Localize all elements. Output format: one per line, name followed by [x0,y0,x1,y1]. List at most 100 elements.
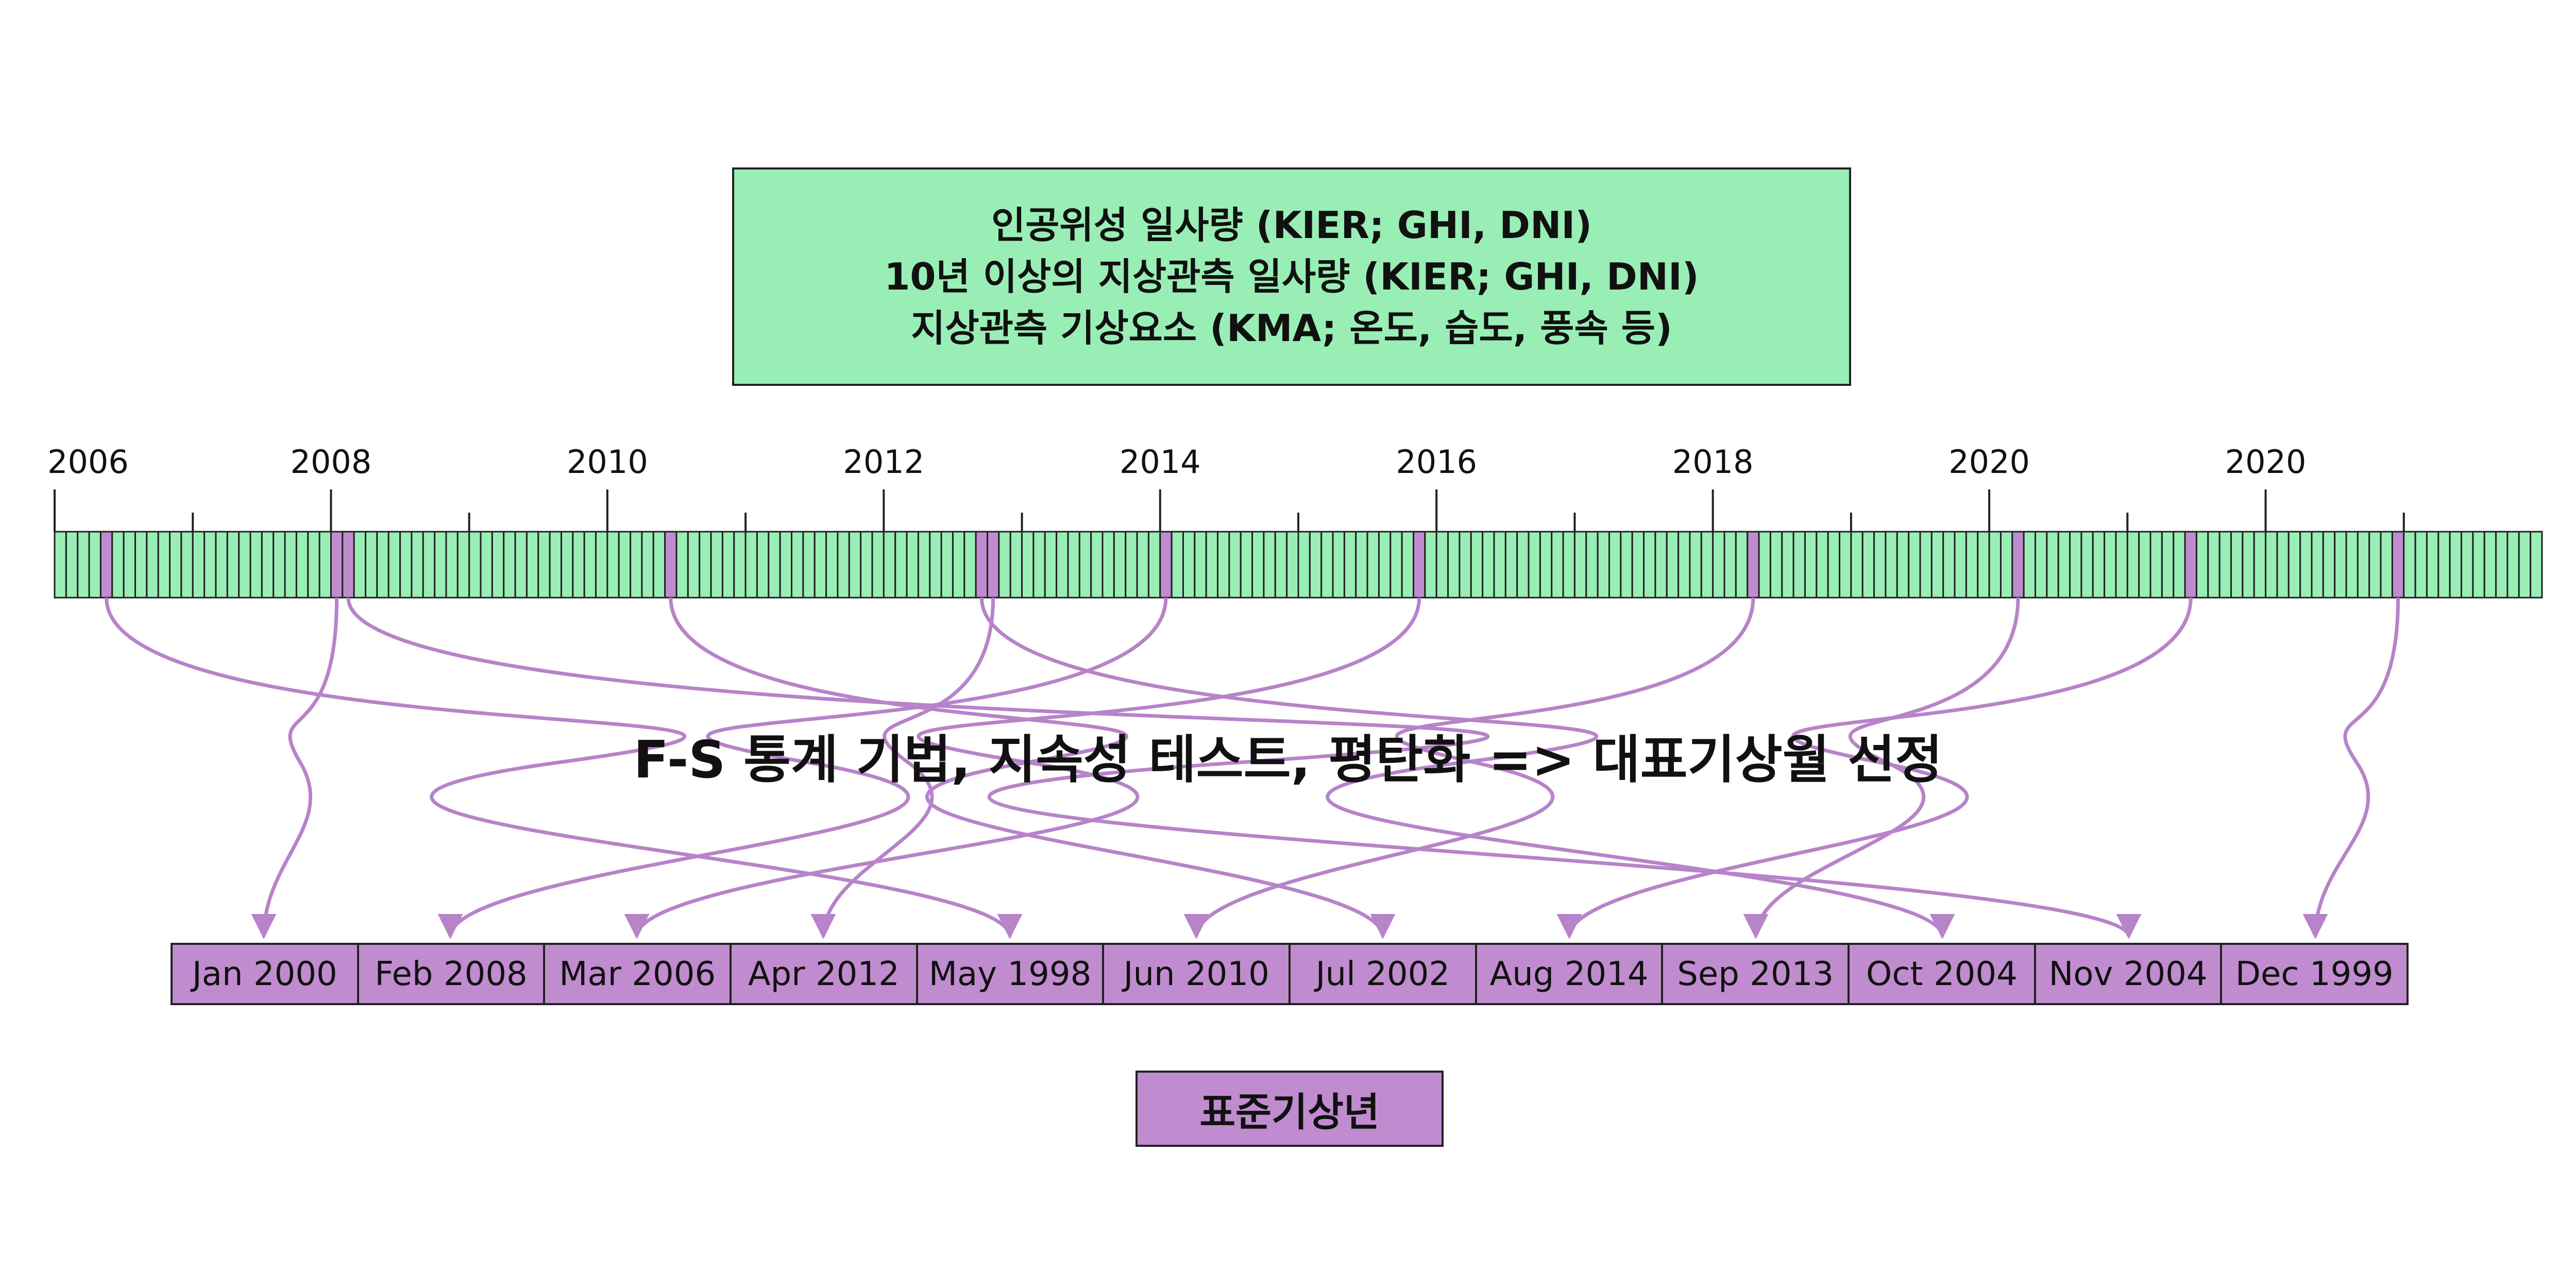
selected-month-cell-highlight [987,531,1000,599]
month-cell [1608,531,1622,599]
month-cell [1056,531,1069,599]
month-cell [1977,531,1990,599]
month-cell [710,531,723,599]
month-cell [399,531,413,599]
month-cell [1677,531,1691,599]
month-cell [572,531,585,599]
month-cell [1504,531,1518,599]
month-cell [2461,531,2474,599]
month-cell [1942,531,1956,599]
selected-month-cell-highlight [99,531,113,599]
month-cell [744,531,758,599]
month-cell [1573,531,1587,599]
month-cell [860,531,873,599]
month-cell [2506,531,2520,599]
month-cell [929,531,942,599]
month-cell [1401,531,1415,599]
monthly-timeline-bar [54,531,2543,599]
month-cell [1044,531,1058,599]
month-cell [2207,531,2221,599]
source-line: 지상관측 기상요소 (KMA; 온도, 습도, 풍속 등) [911,307,1672,350]
month-cell [2057,531,2071,599]
month-cell [1297,531,1311,599]
month-cell [1482,531,1495,599]
year-label: 2014 [1119,443,1201,481]
month-cell [1954,531,1967,599]
selected-month-cell: Nov 2004 [2036,945,2223,1003]
month-cell [318,531,332,599]
month-cell [2322,531,2336,599]
month-cell [2104,531,2117,599]
selection-arrow [105,597,1022,939]
selected-month-cell: May 1998 [918,945,1105,1003]
month-cell [2161,531,2175,599]
month-cell [560,531,574,599]
month-cell [1700,531,1714,599]
month-cell [1827,531,1841,599]
month-cell [721,531,735,599]
month-cell [77,531,90,599]
month-cell [2046,531,2059,599]
selected-month-cell: Jun 2010 [1104,945,1291,1003]
year-label: 2008 [290,443,372,481]
month-cell [1125,531,1138,599]
month-cell [652,531,666,599]
month-cell [883,531,896,599]
month-cell [2345,531,2359,599]
month-cell [1896,531,1910,599]
month-cell [687,531,701,599]
month-cell [756,531,770,599]
month-cell [468,531,482,599]
month-cell [1758,531,1771,599]
month-cell [1228,531,1242,599]
month-cell [1781,531,1794,599]
month-cell [952,531,965,599]
month-cell [1769,531,1783,599]
selection-arrow [346,597,2141,939]
month-cell [1988,531,2002,599]
month-cell [537,531,551,599]
month-cell [1930,531,1944,599]
month-cell [894,531,908,599]
month-cell [1032,531,1046,599]
selected-month-cell-highlight [664,531,677,599]
month-cell [2242,531,2255,599]
month-cell [238,531,251,599]
month-cell [1804,531,1818,599]
month-cell [2276,531,2290,599]
month-cell [583,531,597,599]
selection-arrows [105,597,2400,939]
month-cell [2311,531,2324,599]
month-cell [1251,531,1265,599]
month-cell [1965,531,1979,599]
year-label: 2010 [566,443,648,481]
month-cell [491,531,505,599]
month-cell [917,531,931,599]
month-cell [2437,531,2451,599]
month-cell [2530,531,2543,599]
month-cell [1355,531,1368,599]
month-cell [1551,531,1564,599]
month-cell [434,531,447,599]
month-cell [526,531,539,599]
month-cell [226,531,240,599]
selected-months-row: Jan 2000 Feb 2008 Mar 2006 Apr 2012 May … [171,943,2409,1005]
month-cell [365,531,378,599]
selected-month-cell-highlight [1413,531,1426,599]
month-cell [2449,531,2463,599]
month-cell [2334,531,2347,599]
source-line: 인공위성 일사량 (KIER; GHI, DNI) [991,204,1592,247]
month-cell [1435,531,1449,599]
month-cell [1009,531,1023,599]
month-cell [1689,531,1702,599]
month-cell [1620,531,1633,599]
month-cell [2195,531,2209,599]
month-cell [2495,531,2509,599]
month-cell [1424,531,1437,599]
month-cell [1839,531,1852,599]
month-cell [2023,531,2037,599]
month-cell [1205,531,1219,599]
selected-month-cell: Apr 2012 [732,945,918,1003]
month-cell [1194,531,1207,599]
month-cell [2426,531,2439,599]
